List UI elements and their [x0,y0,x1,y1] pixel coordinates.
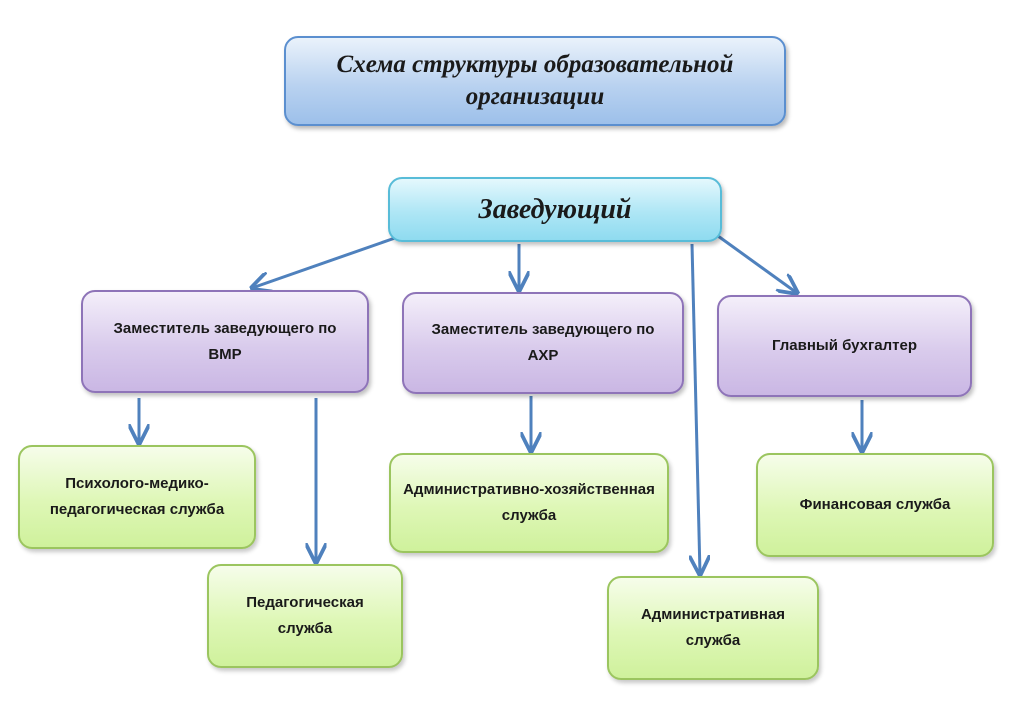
arrow-head-to-vmr [252,236,396,288]
deputy-ahr-node: Заместитель заведующего по АХР [402,292,684,394]
arrow-head-to-administrative [692,243,700,574]
admin-household-service-node: Административно-хозяйственная служба [389,453,669,553]
deputy-vmr-label: Заместитель заведующего по ВМР [113,319,337,363]
deputy-vmr-node: Заместитель заведующего по ВМР [81,290,369,393]
arrow-head-to-accountant [717,234,797,293]
pedagogical-service-node: Педагогическая служба [207,564,403,668]
financial-service-label: Финансовая служба [799,496,951,513]
deputy-ahr-label: Заместитель заведующего по АХР [431,321,655,364]
financial-service-node: Финансовая служба [756,453,994,557]
head-node-label: Заведующий [478,193,632,225]
chief-accountant-node: Главный бухгалтер [717,295,972,397]
administrative-service-label: Административная служба [640,606,786,649]
pmp-service-label: Психолого-медико-педагогическая служба [49,475,225,518]
admin-household-service-label: Административно-хозяйственная служба [403,481,655,524]
head-node: Заведующий [388,177,722,242]
diagram-title: Схема структуры образовательной организа… [284,36,786,126]
pedagogical-service-label: Педагогическая служба [246,594,364,637]
diagram-title-text: Схема структуры образовательной организа… [336,51,734,110]
pmp-service-node: Психолого-медико-педагогическая служба [18,445,256,549]
administrative-service-node: Административная служба [607,576,819,680]
chief-accountant-label: Главный бухгалтер [771,337,917,354]
